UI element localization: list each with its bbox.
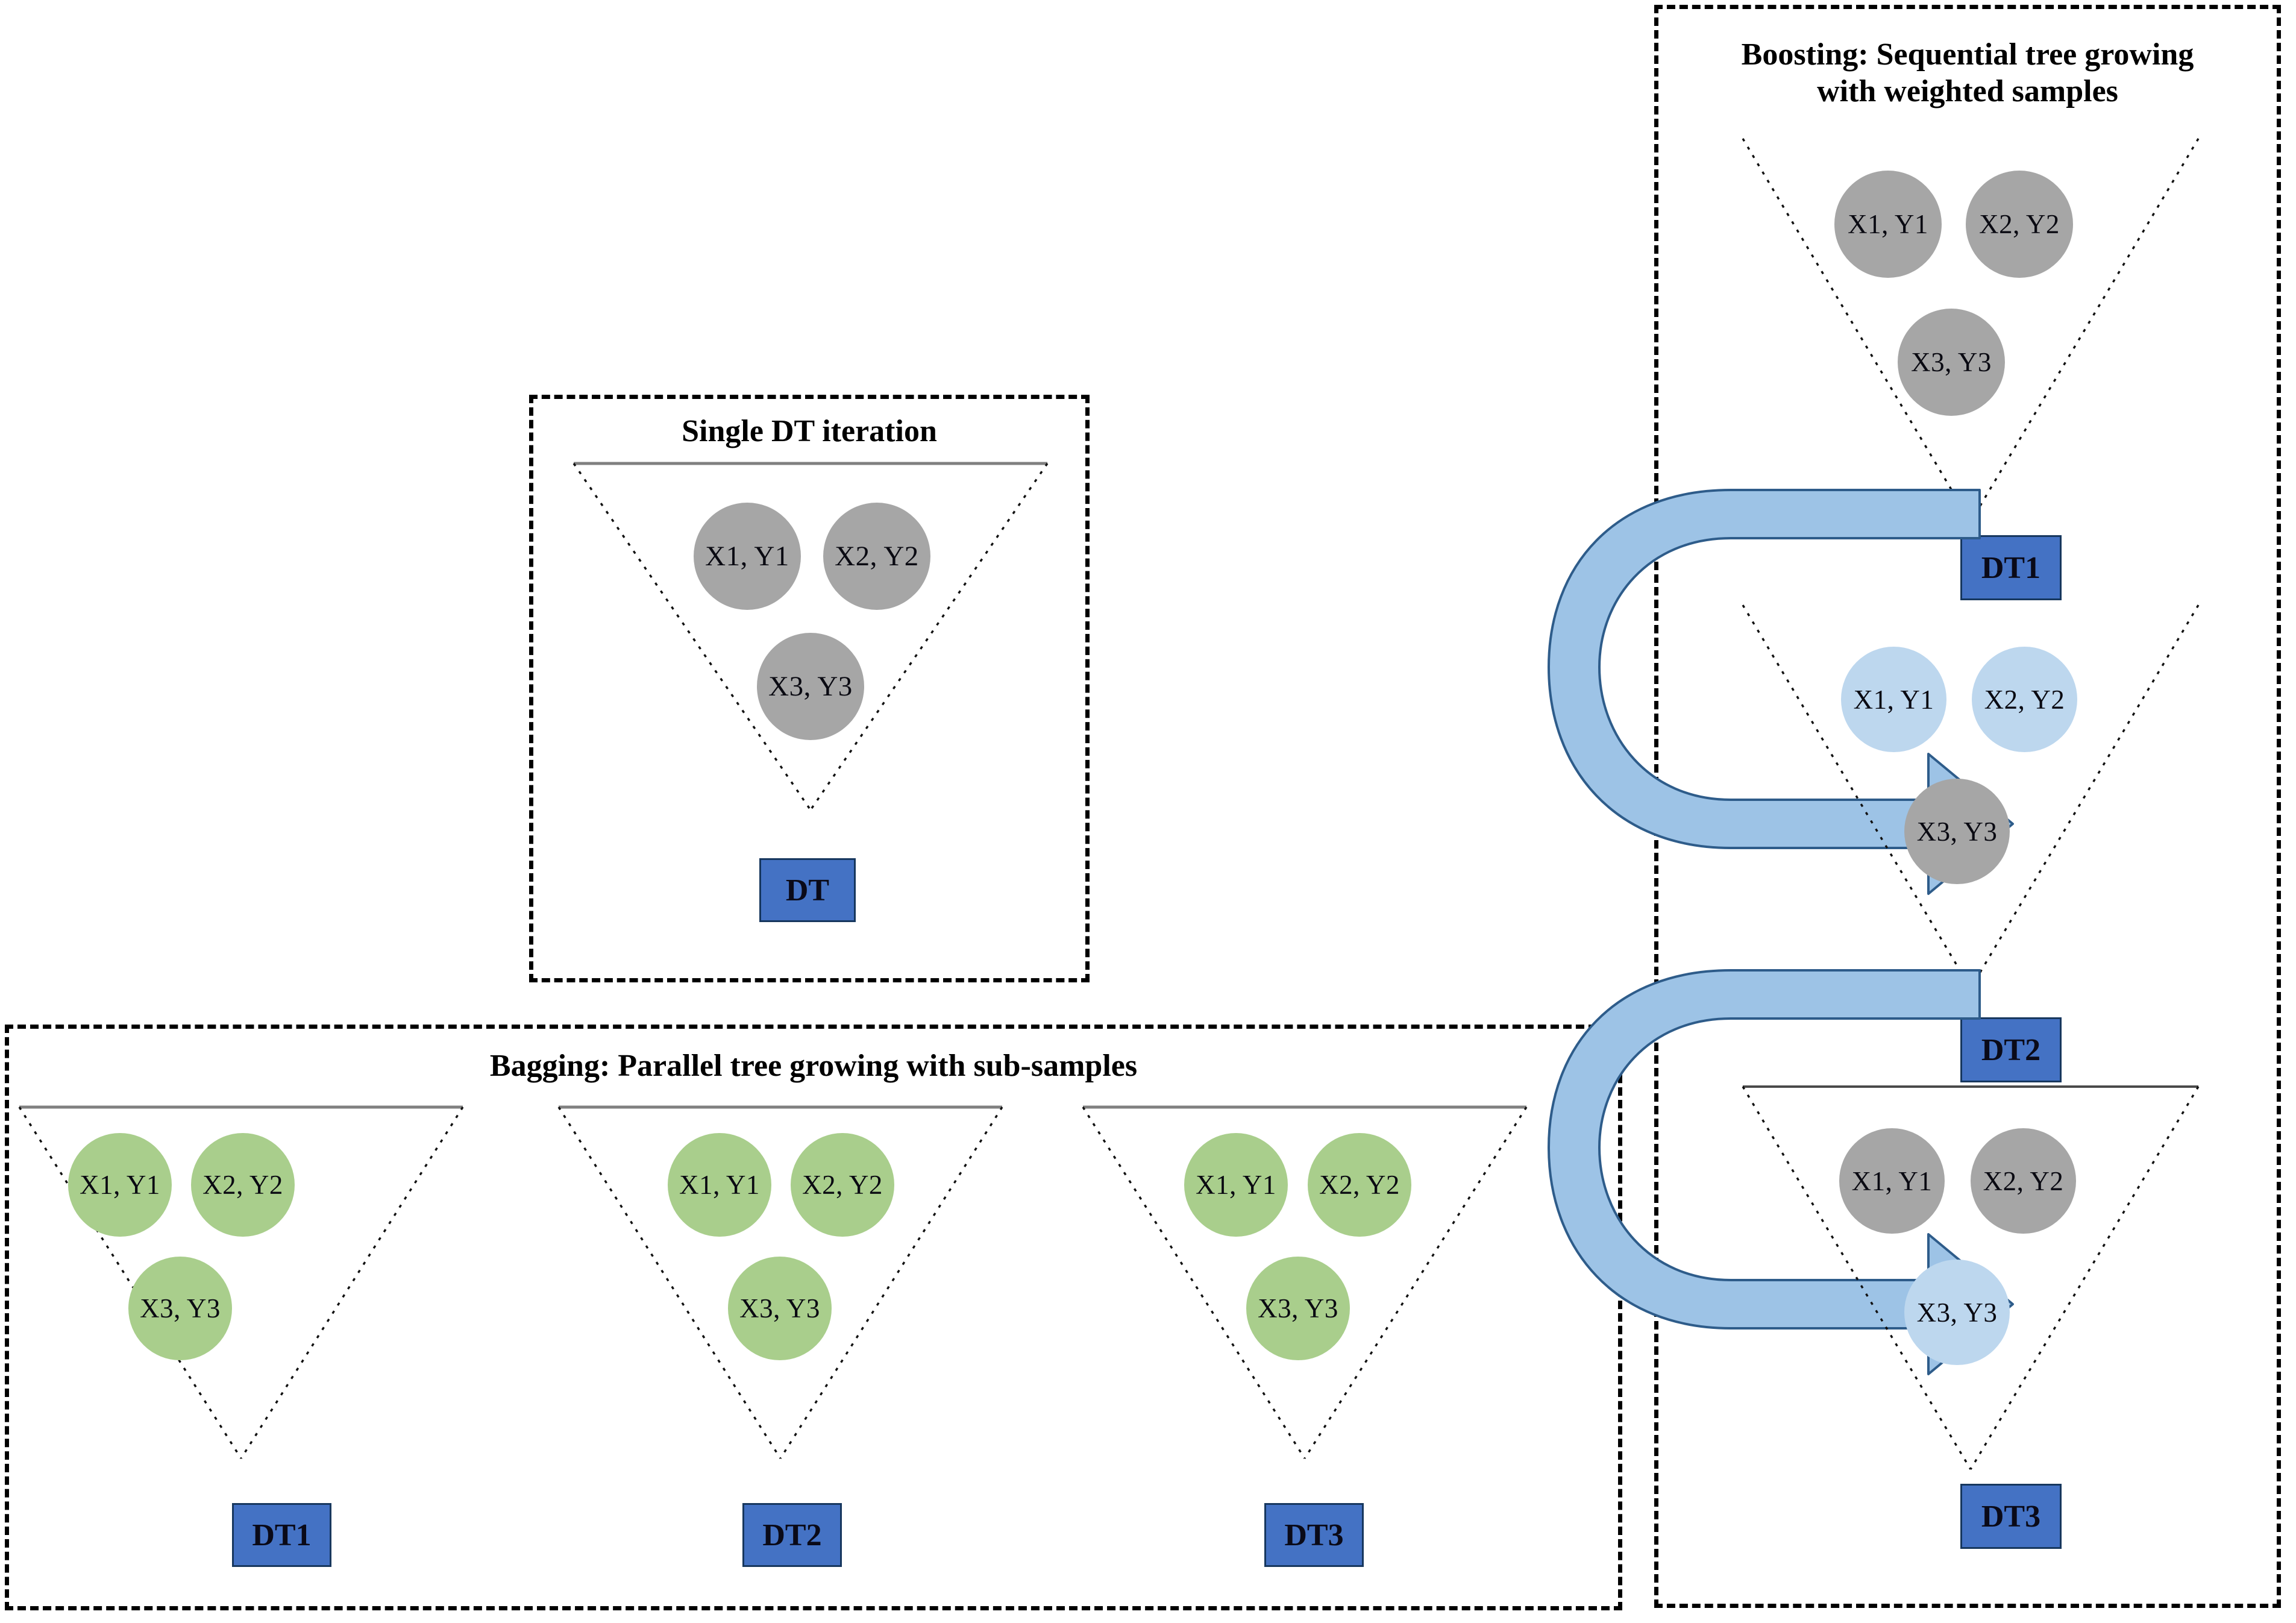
- dt-box-boosting-1[interactable]: DT1: [1960, 535, 2062, 600]
- sample-node: X1, Y1: [1841, 647, 1946, 752]
- sample-node: X2, Y2: [1972, 647, 2077, 752]
- sample-node: X1, Y1: [68, 1133, 172, 1237]
- sample-node: X2, Y2: [191, 1133, 295, 1237]
- triangle-bagging-1: [18, 1105, 464, 1460]
- triangle-single: [572, 462, 1049, 811]
- dt-box-boosting-2[interactable]: DT2: [1960, 1017, 2062, 1082]
- sample-node: X3, Y3: [1246, 1257, 1350, 1360]
- sample-node: X3, Y3: [1898, 309, 2005, 416]
- panel-single-dt-title: Single DT iteration: [682, 414, 937, 448]
- panel-boosting-title: Boosting: Sequential tree growing with w…: [1741, 37, 2194, 109]
- dt-box-bagging-3[interactable]: DT3: [1264, 1503, 1364, 1567]
- sample-node: X1, Y1: [1839, 1128, 1945, 1234]
- panel-bagging-title: Bagging: Parallel tree growing with sub-…: [489, 1049, 1138, 1083]
- sample-node: X1, Y1: [1184, 1133, 1288, 1237]
- triangle-boosting-2: [1742, 604, 2200, 990]
- sample-node: X1, Y1: [694, 503, 801, 610]
- sample-node: X2, Y2: [1966, 171, 2073, 278]
- dt-box-bagging-2[interactable]: DT2: [742, 1503, 842, 1567]
- panel-single-dt: [529, 395, 1090, 982]
- triangle-bagging-2: [557, 1105, 1003, 1460]
- sample-node: X2, Y2: [1308, 1133, 1411, 1237]
- sample-node: X3, Y3: [728, 1257, 832, 1360]
- dt-box-bagging-1[interactable]: DT1: [232, 1503, 331, 1567]
- sample-node: X3, Y3: [1904, 779, 2010, 884]
- triangle-bagging-3: [1082, 1105, 1528, 1460]
- sample-node: X2, Y2: [1971, 1128, 2076, 1234]
- sample-node: X3, Y3: [757, 633, 864, 740]
- sample-node: X2, Y2: [823, 503, 930, 610]
- sample-node: X3, Y3: [1904, 1260, 2010, 1365]
- sample-node: X3, Y3: [128, 1257, 232, 1360]
- dt-box-single[interactable]: DT: [759, 858, 856, 922]
- sample-node: X1, Y1: [668, 1133, 771, 1237]
- triangle-boosting-3: [1742, 1085, 2200, 1471]
- sample-node: X1, Y1: [1834, 171, 1942, 278]
- triangle-boosting-1: [1742, 137, 2200, 523]
- dt-box-boosting-3[interactable]: DT3: [1960, 1484, 2062, 1549]
- sample-node: X2, Y2: [791, 1133, 894, 1237]
